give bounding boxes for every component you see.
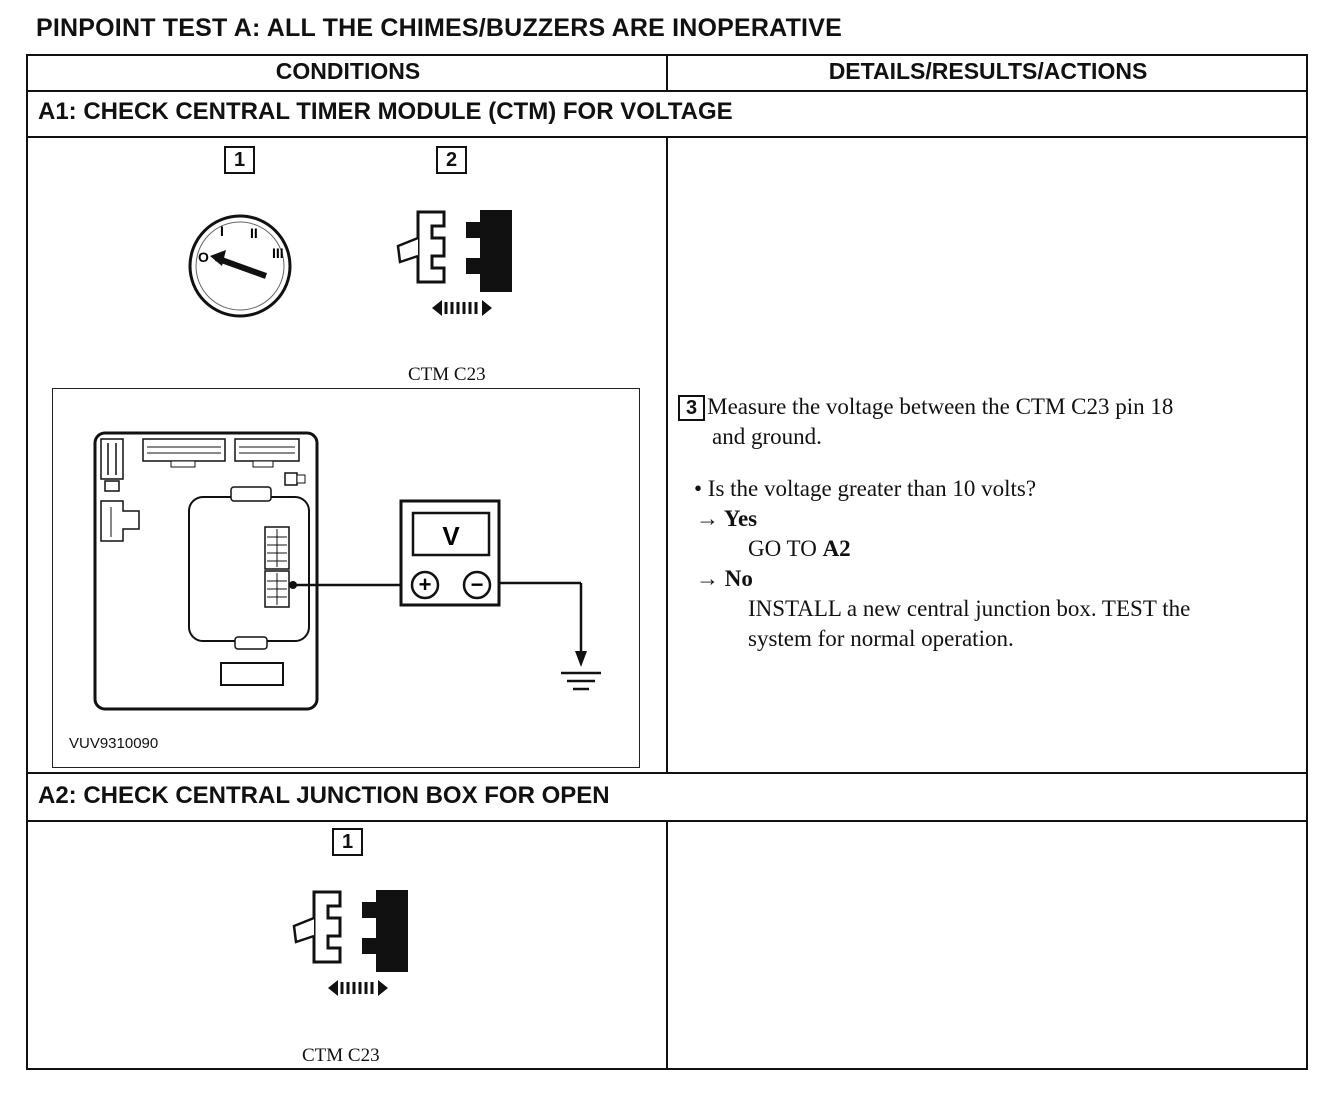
column-header-details: DETAILS/RESULTS/ACTIONS: [828, 58, 1148, 84]
ignition-label-0: O: [198, 249, 209, 265]
yes-action: GO TO A2: [748, 536, 851, 561]
connector-disconnect-icon: [394, 208, 516, 322]
no-action-line1: INSTALL a new central junction box. TEST…: [748, 596, 1191, 621]
meter-minus-terminal: −: [471, 572, 484, 597]
page-title: PINPOINT TEST A: ALL THE CHIMES/BUZZERS …: [36, 14, 842, 42]
step3-text-line2: and ground.: [712, 424, 822, 449]
yes-label: → Yes: [696, 506, 758, 531]
connector-caption-a1: CTM C23: [408, 364, 486, 385]
step-number-3: 3: [678, 395, 706, 421]
meter-label: V: [442, 521, 460, 551]
step-number-1: 1: [224, 146, 256, 174]
ground-icon: [561, 671, 601, 691]
circuit-figure: V + − VUV9310090: [52, 388, 640, 768]
no-label: → No: [696, 566, 753, 591]
figure-code: VUV9310090: [69, 735, 159, 752]
section-heading-a2: A2: CHECK CENTRAL JUNCTION BOX FOR OPEN: [38, 782, 610, 809]
section-heading-a1: A1: CHECK CENTRAL TIMER MODULE (CTM) FOR…: [38, 98, 733, 125]
multimeter-icon: V + −: [399, 499, 501, 607]
ignition-label-1: I: [220, 223, 224, 239]
question-text: • Is the voltage greater than 10 volts?: [694, 476, 1037, 501]
a2-connector-disconnect-icon: [290, 888, 412, 1002]
a2-step-number-1: 1: [332, 828, 364, 856]
no-action-line2: system for normal operation.: [748, 626, 1014, 651]
connector-caption-a2: CTM C23: [302, 1045, 380, 1066]
ignition-label-3: III: [272, 245, 284, 261]
link-a2[interactable]: A2: [822, 536, 851, 561]
ignition-label-2: II: [250, 225, 258, 241]
pinpoint-test-table: CONDITIONS DETAILS/RESULTS/ACTIONS A1: C…: [26, 54, 1308, 1070]
step3-text-line1: Measure the voltage between the CTM C23 …: [707, 394, 1174, 419]
ignition-switch-icon: O I II III: [186, 212, 302, 318]
step-number-2: 2: [436, 146, 468, 174]
meter-plus-terminal: +: [419, 572, 432, 597]
column-header-conditions: CONDITIONS: [275, 58, 421, 84]
